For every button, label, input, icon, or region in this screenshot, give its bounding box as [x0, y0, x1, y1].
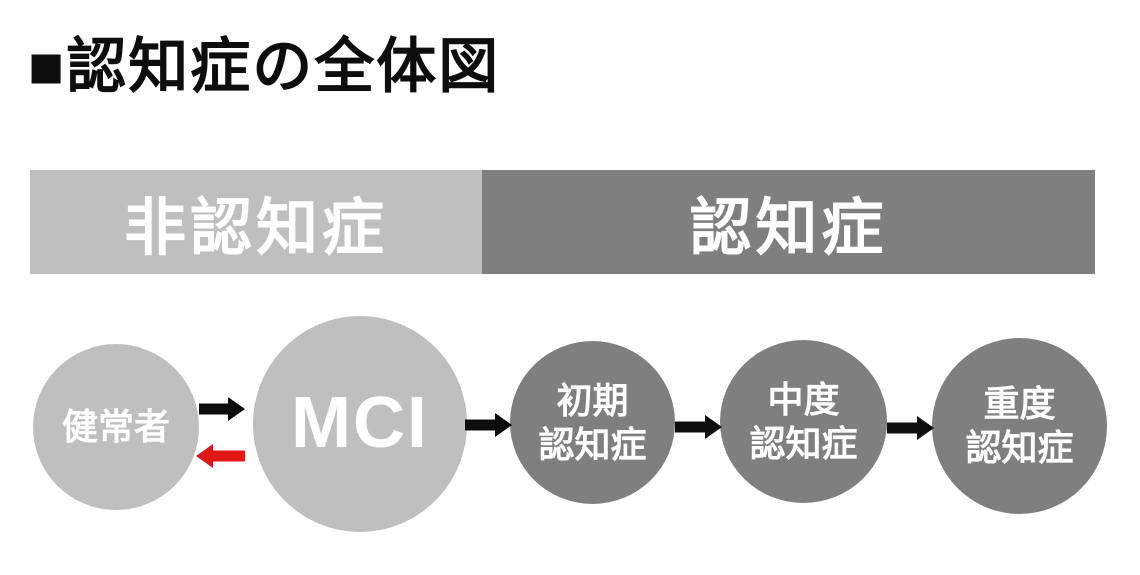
- stage-label-moderate-line1: 中度: [767, 378, 840, 420]
- arrow-mci-to-early: [465, 413, 512, 437]
- arrow-mci-to-healthy-reverse: [196, 444, 245, 468]
- page-title: ■認知症の全体図: [28, 33, 501, 100]
- stage-label-early-line2: 認知症: [538, 423, 647, 465]
- stage-circle-severe-dementia: 重度 認知症: [932, 338, 1107, 514]
- stage-label-moderate-line2: 認知症: [749, 422, 858, 464]
- stage-circle-moderate-dementia: 中度 認知症: [720, 340, 887, 503]
- arrow-early-to-moderate: [675, 415, 722, 439]
- stage-label-healthy: 健常者: [61, 406, 170, 448]
- arrow-shaft: [675, 421, 707, 433]
- arrow-head: [495, 413, 512, 437]
- arrow-shaft: [211, 450, 245, 462]
- dementia-band-label: 認知症: [689, 194, 888, 263]
- stage-label-severe-line2: 認知症: [965, 427, 1074, 468]
- non-dementia-band: 非認知症: [30, 170, 482, 274]
- stage-circle-healthy: 健常者: [33, 344, 199, 510]
- arrow-moderate-to-severe: [887, 416, 934, 440]
- stage-circle-mci: MCI: [253, 316, 467, 532]
- arrow-head: [228, 397, 245, 421]
- arrow-head: [705, 415, 722, 439]
- stage-label-mci: MCI: [291, 383, 429, 464]
- arrow-head: [917, 416, 934, 440]
- stage-label-early-line1: 初期: [556, 379, 629, 421]
- arrow-shaft: [887, 422, 919, 434]
- arrow-healthy-to-mci: [199, 397, 245, 421]
- stage-band: 非認知症 認知症: [30, 170, 1095, 274]
- dementia-band: 認知症: [482, 170, 1095, 274]
- arrow-shaft: [199, 403, 230, 415]
- stage-label-severe-line1: 重度: [983, 383, 1056, 425]
- non-dementia-band-label: 非認知症: [123, 194, 388, 263]
- stage-circle-early-dementia: 初期 認知症: [510, 341, 675, 504]
- arrow-head: [196, 444, 213, 468]
- arrow-shaft: [465, 419, 497, 431]
